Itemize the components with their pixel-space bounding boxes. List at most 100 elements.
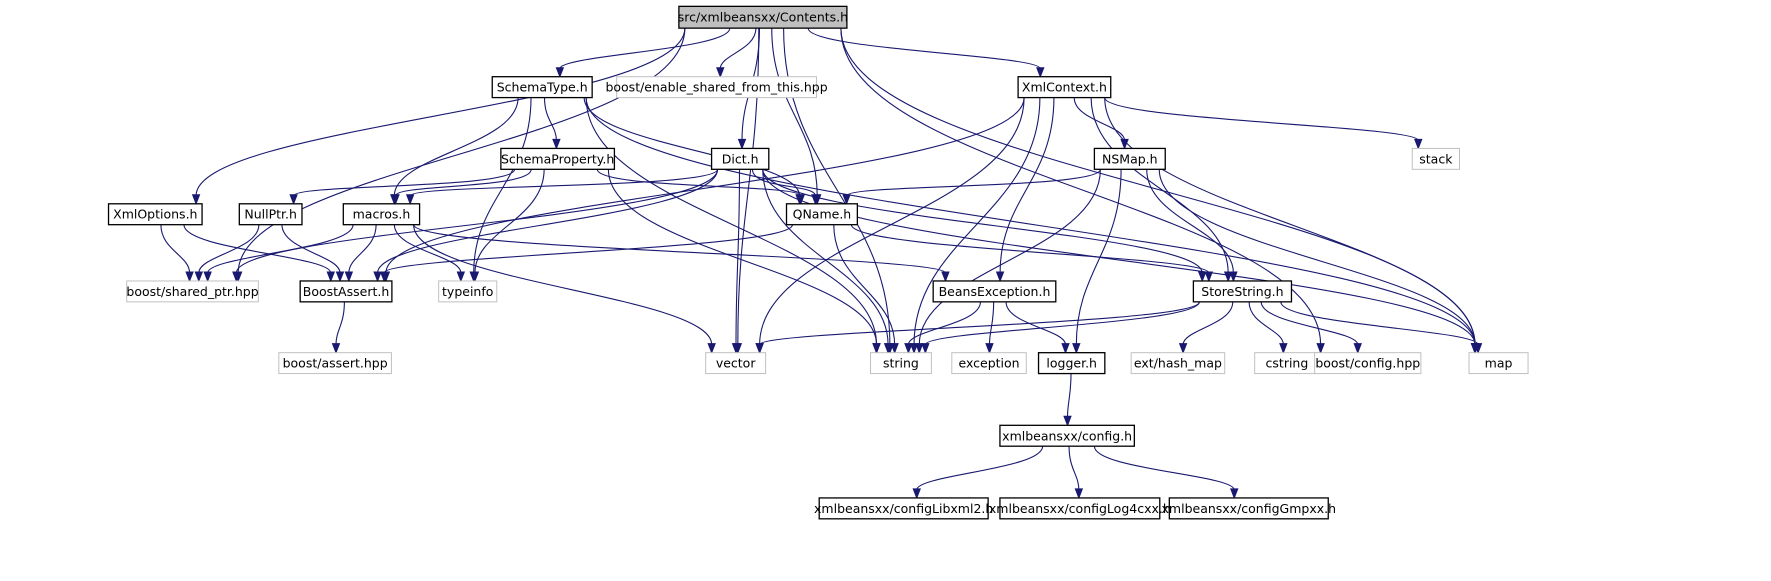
node-label: BoostAssert.h: [303, 284, 390, 299]
dependency-edge-contents-enable_shared: [716, 28, 757, 79]
node-libxml2[interactable]: xmlbeansxx/configLibxml2.h: [814, 497, 993, 520]
node-label: NSMap.h: [1102, 151, 1158, 166]
dependency-edge-beansexception-logger: [1005, 301, 1070, 355]
dependency-edge-beansexception-exception: [985, 301, 995, 355]
node-enable_shared: boost/enable_shared_from_this.hpp: [605, 76, 828, 99]
dependency-edge-xmlcontext-storestring: [1090, 97, 1233, 283]
node-boostassert[interactable]: BoostAssert.h: [299, 280, 393, 303]
node-schemaproperty[interactable]: SchemaProperty.h: [500, 147, 616, 170]
node-schematype[interactable]: SchemaType.h: [491, 76, 593, 99]
node-nsmap[interactable]: NSMap.h: [1093, 147, 1166, 170]
dependency-edge-macros-beansexception: [413, 224, 950, 283]
dependency-edge-schematype-typeinfo: [469, 97, 532, 283]
node-label: XmlContext.h: [1022, 80, 1107, 95]
node-label: QName.h: [793, 207, 852, 222]
node-label: boost/enable_shared_from_this.hpp: [605, 80, 827, 95]
node-label: SchemaType.h: [497, 80, 588, 95]
dependency-edge-boostassert-assert_hpp: [331, 301, 345, 355]
node-label: ext/hash_map: [1134, 356, 1222, 371]
dependency-edge-dict-shared_ptr: [232, 169, 719, 283]
node-label: stack: [1419, 151, 1453, 166]
dependency-edge-schematype-map: [585, 97, 1480, 355]
dependency-edge-xmlcontext-string: [909, 97, 1041, 355]
node-log4cxx[interactable]: xmlbeansxx/configLog4cxx.h: [989, 497, 1171, 520]
node-label: exception: [958, 356, 1019, 371]
dependency-edge-xmlcontext-map: [1104, 97, 1480, 355]
node-label: BeansException.h: [939, 284, 1051, 299]
dependency-edge-storestring-hash_map: [1178, 301, 1234, 355]
dependency-edge-qname-storestring: [850, 224, 1214, 283]
dependency-edge-logger-config: [1063, 373, 1072, 427]
dependency-edge-contents-config_hpp: [840, 28, 1325, 355]
dependency-edge-contents-shared_ptr: [233, 28, 686, 283]
dependency-edge-nsmap-map: [1158, 169, 1480, 355]
dependency-edge-macros-boostassert: [344, 224, 377, 283]
node-label: StoreString.h: [1201, 284, 1283, 299]
node-xmlcontext[interactable]: XmlContext.h: [1017, 76, 1112, 99]
node-xmloptions[interactable]: XmlOptions.h: [107, 203, 203, 226]
node-label: xmlbeansxx/configLog4cxx.h: [989, 501, 1171, 516]
node-label: boost/assert.hpp: [283, 356, 388, 371]
dependency-edge-dict-macros: [405, 168, 719, 206]
dependency-edge-storestring-string: [921, 301, 1200, 355]
dependency-edge-nsmap-string: [915, 169, 1101, 355]
dependency-edge-xmloptions-shared_ptr: [160, 224, 194, 283]
dependency-edge-contents-qname: [771, 28, 822, 206]
dependency-edge-nullptr-shared_ptr: [194, 224, 260, 283]
dependency-edge-contents-schematype: [555, 27, 731, 79]
node-label: logger.h: [1046, 356, 1097, 371]
node-stack: stack: [1411, 147, 1460, 170]
node-dict[interactable]: Dict.h: [710, 147, 770, 170]
dependency-edge-qname-boostassert: [379, 224, 794, 283]
node-hash_map: ext/hash_map: [1130, 352, 1226, 375]
dependency-edge-macros-typeinfo: [393, 224, 466, 283]
dependency-edge-beansexception-string: [904, 301, 982, 355]
node-logger[interactable]: logger.h: [1037, 352, 1106, 375]
node-label: xmlbeansxx/configGmpxx.h: [1162, 501, 1337, 516]
dependency-edge-nsmap-storestring: [1146, 169, 1238, 283]
node-label: src/xmlbeansxx/Contents.h: [678, 10, 848, 25]
node-contents[interactable]: src/xmlbeansxx/Contents.h: [678, 5, 848, 29]
dependency-edge-schemaproperty-qname: [596, 169, 806, 206]
node-assert_hpp: boost/assert.hpp: [278, 352, 392, 375]
node-exception: exception: [951, 352, 1027, 375]
node-label: string: [883, 356, 919, 371]
node-label: XmlOptions.h: [113, 207, 197, 222]
node-qname[interactable]: QName.h: [785, 203, 858, 226]
node-label: boost/config.hpp: [1315, 356, 1420, 371]
dependency-edge-schematype-schemaproperty: [543, 97, 561, 150]
node-label: Dict.h: [722, 151, 759, 166]
dependency-edge-storestring-map: [1280, 301, 1483, 355]
node-label: xmlbeansxx/configLibxml2.h: [814, 501, 993, 516]
node-label: SchemaProperty.h: [501, 151, 614, 166]
edge-layer: [160, 27, 1483, 500]
dependency-edge-xmlcontext-nsmap: [1073, 97, 1129, 150]
node-beansexception[interactable]: BeansException.h: [932, 280, 1057, 303]
dependency-edge-nsmap-qname: [842, 168, 1101, 206]
node-label: map: [1485, 356, 1513, 371]
node-label: boost/shared_ptr.hpp: [126, 284, 258, 299]
dependency-edge-storestring-vector: [755, 301, 1200, 355]
dependency-edge-nullptr-boostassert: [281, 224, 345, 283]
dependency-edge-macros-shared_ptr: [203, 224, 354, 283]
dependency-edge-xmlcontext-stack: [1104, 97, 1423, 150]
node-typeinfo: typeinfo: [438, 280, 498, 303]
node-macros[interactable]: macros.h: [342, 203, 421, 226]
node-storestring[interactable]: StoreString.h: [1192, 280, 1293, 303]
node-vector: vector: [705, 352, 767, 375]
dependency-edge-dict-vector: [731, 169, 741, 355]
dependency-edge-qname-string: [833, 224, 899, 355]
node-map: map: [1468, 352, 1529, 375]
node-gmpxx[interactable]: xmlbeansxx/configGmpxx.h: [1162, 497, 1337, 520]
dependency-edge-storestring-config_hpp: [1260, 301, 1362, 355]
dependency-edge-dict-boostassert: [373, 169, 719, 283]
node-label: macros.h: [353, 207, 411, 222]
dependency-edge-macros-vector: [413, 224, 716, 355]
dependency-edge-dict-string: [762, 169, 893, 355]
node-config[interactable]: xmlbeansxx/config.h: [999, 424, 1135, 447]
dependency-edge-storestring-cstring: [1248, 301, 1288, 355]
node-nullptr[interactable]: NullPtr.h: [238, 203, 303, 226]
dependency-edge-config-log4cxx: [1068, 446, 1084, 500]
dependency-edge-contents-map: [840, 28, 1480, 355]
